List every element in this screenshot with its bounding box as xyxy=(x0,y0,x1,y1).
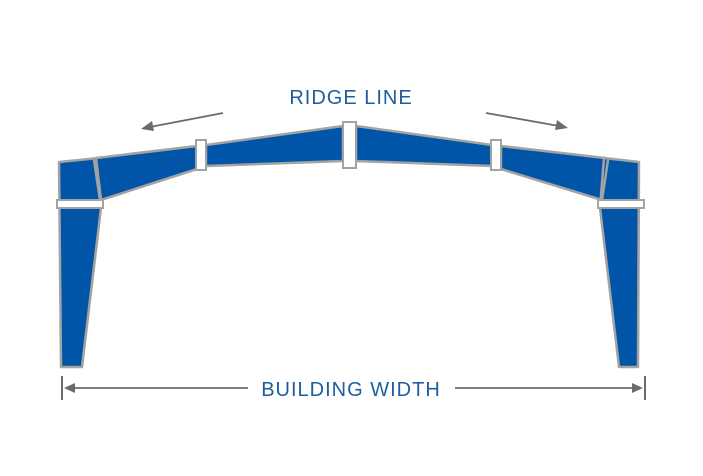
right-rafter-outer-segment xyxy=(499,144,607,202)
ridge-right-arrow-shaft xyxy=(485,112,560,127)
right-rafter-inner-segment xyxy=(354,124,494,168)
right-rafter-splice-plate xyxy=(490,139,502,171)
left-rafter-outer-segment xyxy=(94,144,199,202)
ridge-splice-plate xyxy=(342,121,357,169)
ridge-line-label: RIDGE LINE xyxy=(289,87,412,109)
building-width-label: BUILDING WIDTH xyxy=(261,379,441,401)
right-knee-plate xyxy=(597,199,645,209)
width-right-arrow-head xyxy=(632,383,643,393)
left-column xyxy=(57,156,103,369)
ridge-left-arrow-head xyxy=(141,121,154,131)
left-rafter-inner-segment xyxy=(204,124,345,168)
right-column xyxy=(598,156,641,369)
left-knee-plate xyxy=(56,199,104,209)
width-left-arrow-head xyxy=(64,383,75,393)
left-rafter-splice-plate xyxy=(195,139,207,171)
right-knee-joint-line xyxy=(600,159,610,201)
ridge-right-arrow-head xyxy=(555,120,568,130)
ridge-left-arrow-shaft xyxy=(149,112,224,128)
